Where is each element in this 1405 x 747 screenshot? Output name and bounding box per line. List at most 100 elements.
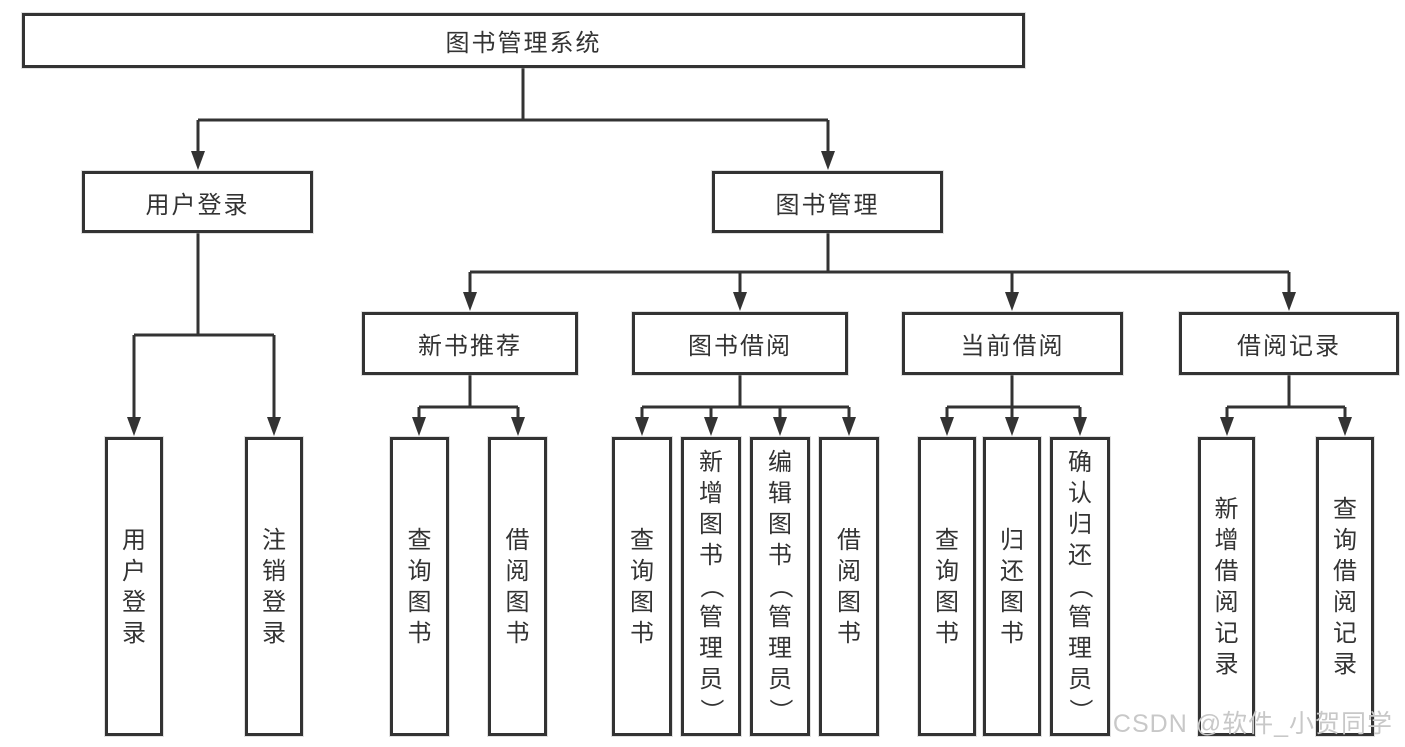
node-new-book-recommend-label: 新书推荐 <box>418 333 522 360</box>
leaf-confirm-return-admin: 确认归还（管理员） <box>1050 437 1110 736</box>
vertical-char: 书 <box>407 619 432 647</box>
node-book-borrow-label: 图书借阅 <box>688 333 792 360</box>
vertical-char: 查 <box>1333 495 1357 523</box>
vertical-char: 书 <box>699 542 723 569</box>
vertical-char: 借 <box>837 526 861 554</box>
leaf-return-book: 归还图书 <box>983 437 1041 736</box>
vertical-char: ） <box>697 698 725 723</box>
vertical-char: 增 <box>1214 526 1239 554</box>
vertical-char: 增 <box>699 480 723 507</box>
watermark-text: CSDN @软件_小贺同学 <box>1112 710 1393 738</box>
vertical-char: 书 <box>837 619 861 647</box>
vertical-char: 注 <box>262 526 286 554</box>
node-current-borrow: 当前借阅 <box>902 312 1123 375</box>
vertical-char: 录 <box>1333 650 1357 678</box>
vertical-char: （ <box>1066 574 1094 599</box>
leaf-borrow-book-2: 借阅图书 <box>819 437 879 736</box>
vertical-char: 录 <box>1214 650 1239 678</box>
vertical-char: （ <box>766 574 794 599</box>
leaf-logout-label: 注销登录 <box>248 525 300 649</box>
leaf-query-borrow-record: 查询借阅记录 <box>1316 437 1374 736</box>
node-user-login-label: 用户登录 <box>145 191 250 219</box>
leaf-user-login-label: 用户登录 <box>108 525 160 649</box>
vertical-char: 新 <box>699 449 723 476</box>
vertical-char: 新 <box>1214 495 1239 523</box>
vertical-char: 管 <box>768 604 792 631</box>
node-book-management-label: 图书管理 <box>775 191 880 219</box>
vertical-char: 图 <box>407 588 432 616</box>
leaf-logout: 注销登录 <box>245 437 303 736</box>
vertical-char: 员 <box>1068 666 1092 693</box>
leaf-edit-book-admin-label: 编辑图书 （ 管理员 ） <box>753 447 807 726</box>
leaf-confirm-return-admin-label: 确认归还（管理员） <box>1053 447 1107 726</box>
vertical-char: 借 <box>1333 557 1357 585</box>
leaf-borrow-book-2-label: 借阅图书 <box>822 525 876 649</box>
leaf-query-book-3-label: 查询图书 <box>921 525 973 649</box>
vertical-char: 登 <box>122 588 146 616</box>
vertical-char: 编 <box>768 449 792 476</box>
vertical-char: 图 <box>1000 588 1024 616</box>
vertical-char: 员 <box>768 666 792 693</box>
leaf-add-borrow-record-label: 新增借阅记录 <box>1201 494 1252 680</box>
vertical-char: 归 <box>1068 511 1092 538</box>
leaf-query-book-1-label: 查询图书 <box>393 525 446 649</box>
vertical-char: 图 <box>768 511 792 538</box>
node-book-management: 图书管理 <box>712 171 943 233</box>
vertical-char: 借 <box>505 526 530 554</box>
node-current-borrow-label: 当前借阅 <box>960 333 1065 360</box>
vertical-char: 询 <box>407 557 432 585</box>
vertical-char: 认 <box>1068 480 1092 507</box>
vertical-char: 书 <box>630 619 654 647</box>
leaf-return-book-label: 归还图书 <box>986 525 1038 649</box>
vertical-char: 图 <box>699 511 723 538</box>
vertical-char: 员 <box>699 666 723 693</box>
vertical-char: 询 <box>935 557 959 585</box>
node-root: 图书管理系统 <box>22 13 1025 68</box>
leaf-borrow-book-1-label: 借阅图书 <box>491 525 544 649</box>
vertical-char: 用 <box>122 526 146 554</box>
vertical-char: 销 <box>262 557 286 585</box>
vertical-char: （ <box>697 574 725 599</box>
vertical-char: 辑 <box>768 480 792 507</box>
vertical-char: 询 <box>630 557 654 585</box>
vertical-char: 图 <box>935 588 959 616</box>
vertical-char: 图 <box>837 588 861 616</box>
vertical-char: 归 <box>1000 526 1024 554</box>
vertical-char: 查 <box>407 526 432 554</box>
vertical-char: 还 <box>1000 557 1024 585</box>
leaf-add-borrow-record: 新增借阅记录 <box>1198 437 1255 736</box>
vertical-char: 管 <box>699 604 723 631</box>
vertical-char: 还 <box>1068 542 1092 569</box>
leaf-edit-book-admin: 编辑图书 （ 管理员 ） <box>750 437 810 736</box>
vertical-char: 查 <box>630 526 654 554</box>
vertical-char: 登 <box>262 588 286 616</box>
vertical-char: 录 <box>122 619 146 647</box>
vertical-char: 户 <box>122 557 146 585</box>
vertical-char: 书 <box>935 619 959 647</box>
leaf-add-book-admin: 新增图书（管理员） <box>681 437 741 736</box>
vertical-char: 录 <box>262 619 286 647</box>
vertical-char: 记 <box>1333 619 1357 647</box>
vertical-char: 书 <box>1000 619 1024 647</box>
leaf-add-book-admin-label: 新增图书（管理员） <box>684 447 738 726</box>
vertical-char: 书 <box>768 542 792 569</box>
node-book-borrow: 图书借阅 <box>632 312 848 375</box>
vertical-char: 询 <box>1333 526 1357 554</box>
leaf-borrow-book-1: 借阅图书 <box>488 437 547 736</box>
vertical-char: 图 <box>505 588 530 616</box>
leaf-query-book-2: 查询图书 <box>612 437 672 736</box>
vertical-char: 理 <box>768 635 792 662</box>
node-new-book-recommend: 新书推荐 <box>362 312 578 375</box>
vertical-char: 理 <box>1068 635 1092 662</box>
vertical-char: 书 <box>505 619 530 647</box>
vertical-char: 记 <box>1214 619 1239 647</box>
leaf-query-book-2-label: 查询图书 <box>615 525 669 649</box>
node-borrow-record: 借阅记录 <box>1179 312 1399 375</box>
vertical-char: 借 <box>1214 557 1239 585</box>
vertical-char: ） <box>766 698 794 723</box>
vertical-char: 阅 <box>505 557 530 585</box>
leaf-query-book-1: 查询图书 <box>390 437 449 736</box>
vertical-char: 管 <box>1068 604 1092 631</box>
vertical-char: 确 <box>1068 449 1092 476</box>
